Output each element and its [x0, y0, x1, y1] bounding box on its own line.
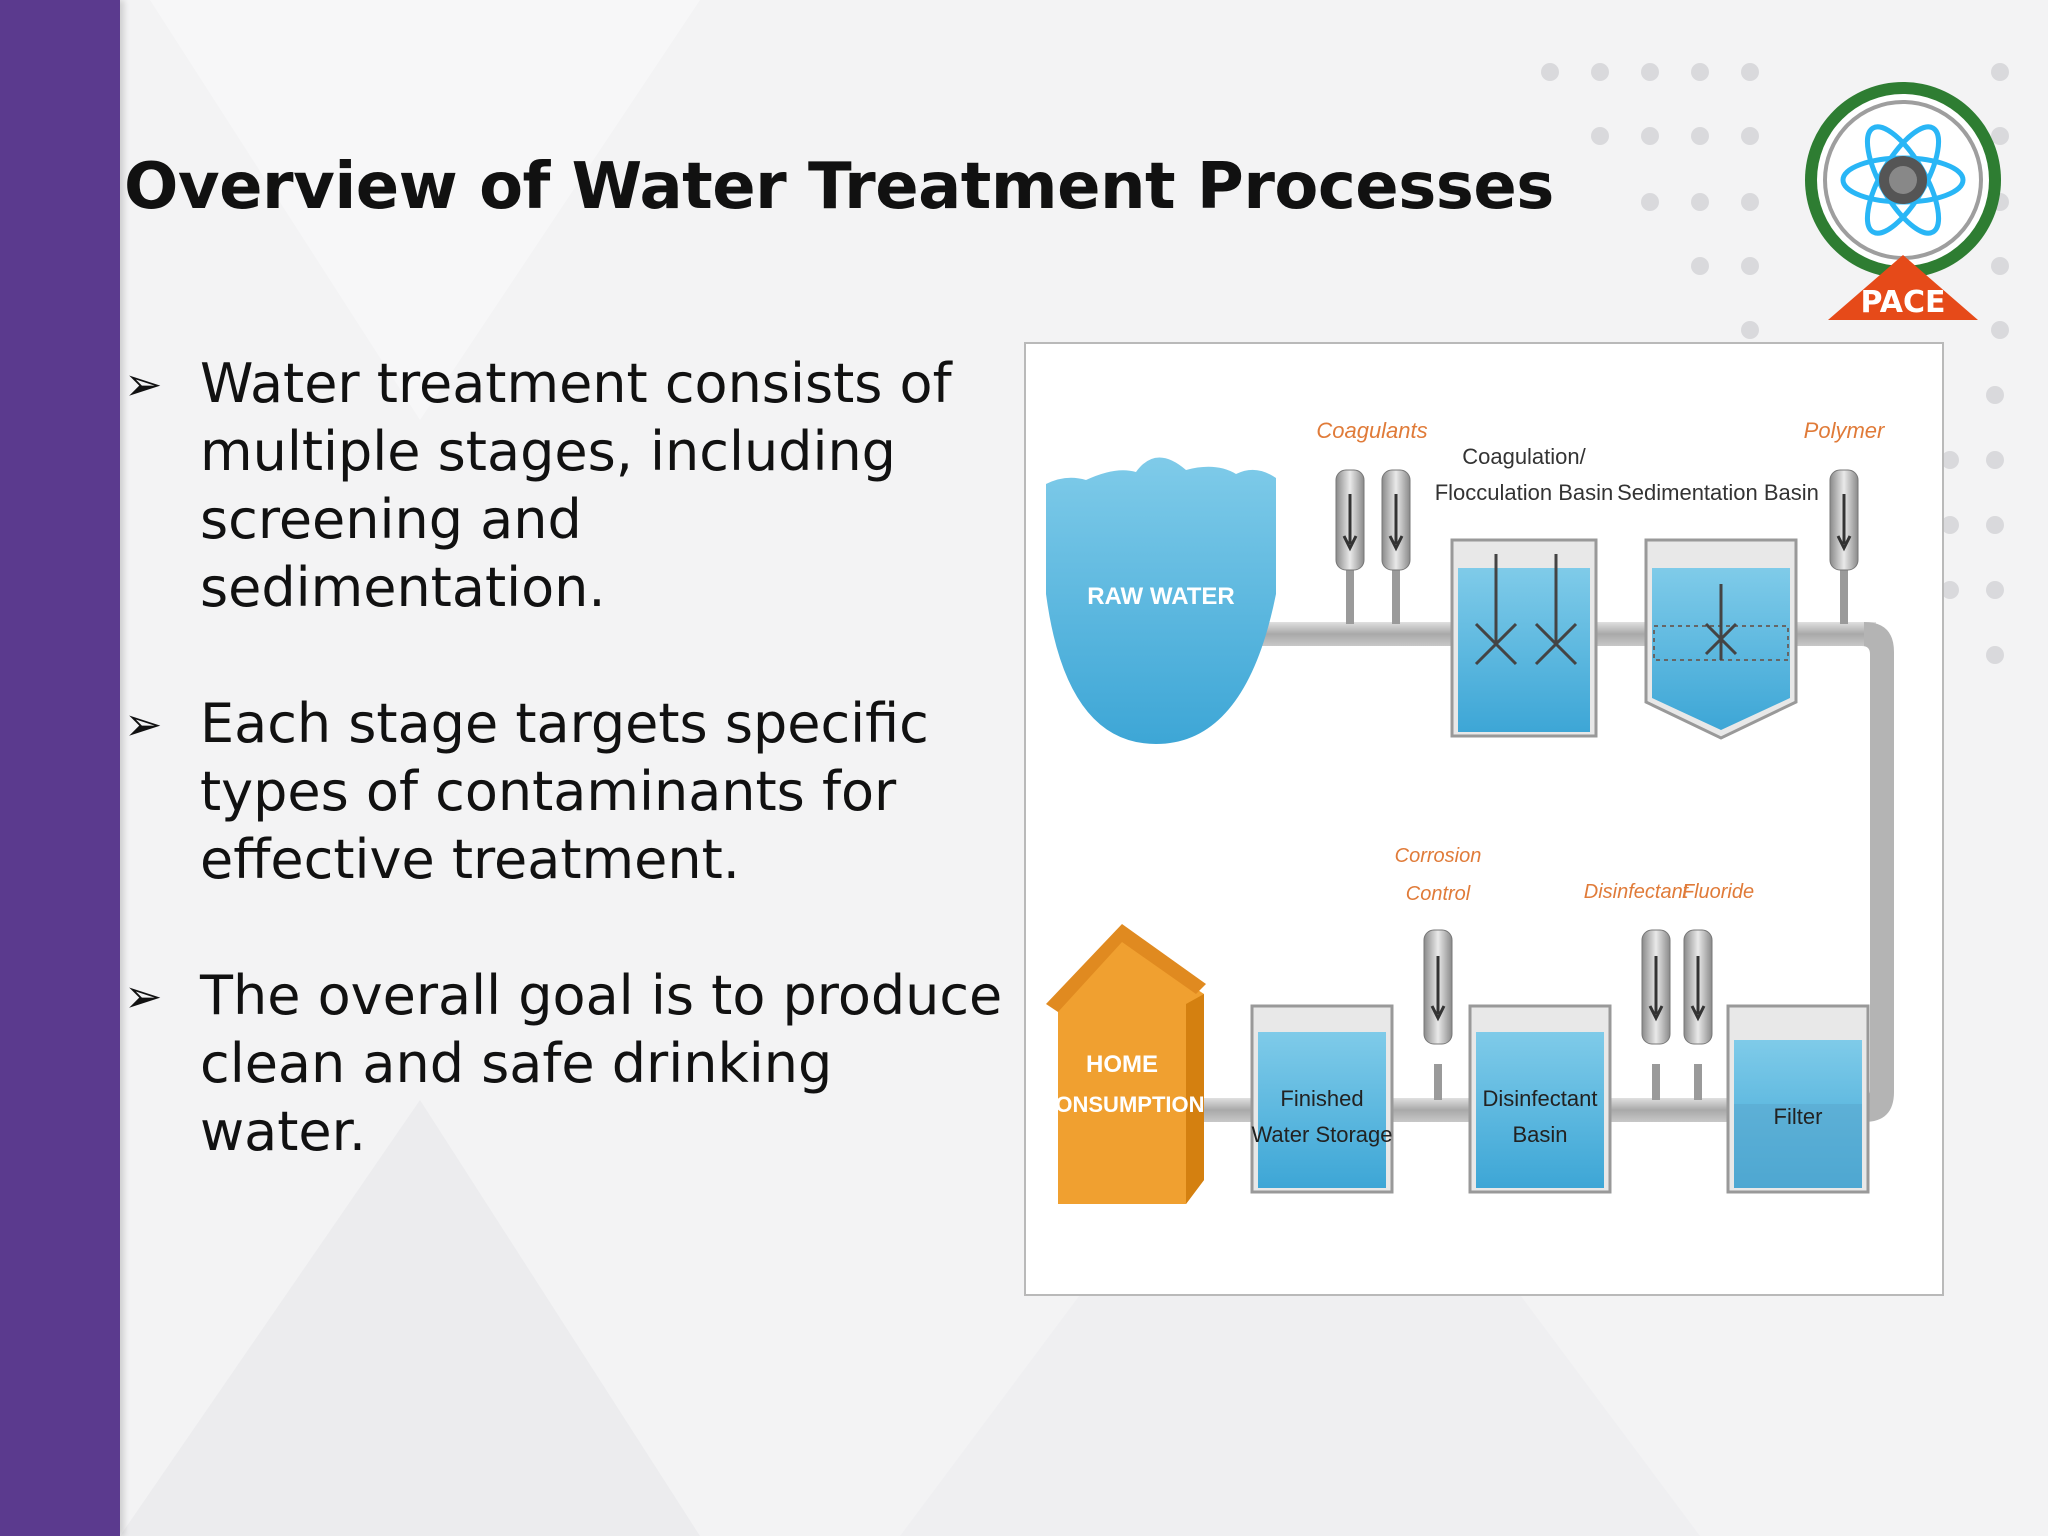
bullet-item: ➢ Water treatment consists of multiple s… — [124, 350, 1004, 622]
disinf-basin-label-2: Basin — [1512, 1122, 1567, 1147]
disinfectant-label: Disinfectant — [1584, 881, 1690, 903]
dot-pattern — [1541, 63, 2009, 664]
bullet-text: Water treatment consists of multiple sta… — [200, 352, 952, 619]
polymer-label: Polymer — [1804, 418, 1886, 443]
home-label-2: CONSUMPTION — [1040, 1092, 1205, 1117]
bullet-item: ➢ The overall goal is to produce clean a… — [124, 962, 1004, 1166]
bullet-text: The overall goal is to produce clean and… — [200, 964, 1003, 1163]
coag-basin-label-1: Coagulation/ — [1462, 444, 1586, 469]
filter-basin — [1726, 1004, 1870, 1194]
disinfectant-fluoride-tanks-icon — [1641, 929, 1713, 1045]
sedimentation-basin — [1644, 538, 1798, 740]
finished-label-2: Water Storage — [1251, 1122, 1392, 1147]
coagulants-label: Coagulants — [1316, 418, 1427, 443]
finished-label-1: Finished — [1280, 1086, 1363, 1111]
arrow-bullet-icon: ➢ — [124, 697, 163, 751]
disinfectant-basin — [1468, 1004, 1612, 1194]
polymer-tank-icon — [1829, 469, 1859, 571]
finished-water-storage — [1250, 1004, 1394, 1194]
sed-basin-label: Sedimentation Basin — [1617, 480, 1819, 505]
coagulant-tanks-icon — [1335, 469, 1411, 571]
logo-text: PACE — [1861, 285, 1946, 320]
corrosion-control-tank-icon — [1423, 929, 1453, 1045]
fluoride-label: Fluoride — [1682, 881, 1754, 903]
disinf-basin-label-1: Disinfectant — [1483, 1086, 1598, 1111]
home-label-1: HOME — [1086, 1051, 1158, 1078]
arrow-bullet-icon: ➢ — [124, 357, 163, 411]
corrosion-label-2: Control — [1406, 883, 1471, 905]
coag-basin-label-2: Flocculation Basin — [1435, 480, 1614, 505]
bullet-list: ➢ Water treatment consists of multiple s… — [124, 350, 1004, 1234]
bullet-item: ➢ Each stage targets specific types of c… — [124, 690, 1004, 894]
home-consumption-house-icon — [1046, 924, 1206, 1204]
raw-water-label: RAW WATER — [1087, 583, 1235, 610]
corrosion-label-1: Corrosion — [1395, 845, 1482, 867]
arrow-bullet-icon: ➢ — [124, 969, 163, 1023]
purple-sidebar — [0, 0, 120, 1536]
water-treatment-diagram: RAW WATER Coagulants Coagulation/ Floccu… — [1024, 342, 1944, 1296]
coagulation-basin — [1450, 538, 1598, 738]
bullet-text: Each stage targets specific types of con… — [200, 692, 929, 891]
raw-water-reservoir — [1046, 457, 1276, 744]
filter-label: Filter — [1774, 1104, 1823, 1129]
institute-logo: PACE — [1805, 82, 2001, 320]
slide-title: Overview of Water Treatment Processes — [124, 150, 1554, 224]
